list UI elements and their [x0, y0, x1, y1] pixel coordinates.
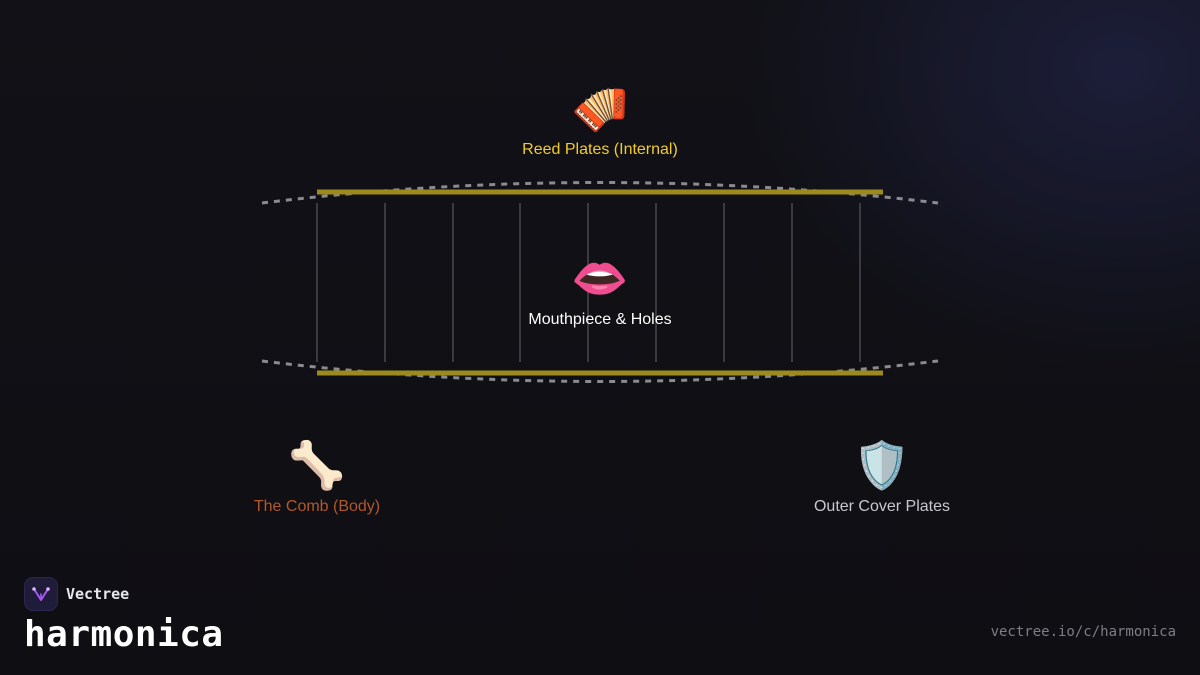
brand-row: Vectree	[24, 577, 224, 611]
topic-title: harmonica	[24, 614, 224, 655]
comb-label: The Comb (Body)	[253, 498, 381, 515]
bone-icon: 🦴	[288, 439, 346, 491]
brand-name: Vectree	[66, 585, 130, 603]
mouthpiece-node: 👄 Mouthpiece & Holes	[528, 250, 671, 330]
cover-plates-label: Outer Cover Plates	[813, 498, 951, 515]
brand-block: Vectree harmonica	[24, 577, 224, 656]
source-url[interactable]: vectree.io/c/harmonica	[990, 624, 1176, 640]
comb-node: 🦴 The Comb (Body)	[254, 437, 380, 517]
mouthpiece-label: Mouthpiece & Holes	[528, 311, 672, 328]
hole-dividers	[316, 203, 861, 362]
mouth-icon: 👄	[571, 252, 629, 304]
reed-plates-label: Reed Plates (Internal)	[522, 141, 678, 158]
vectree-logo-icon	[24, 577, 58, 611]
cover-plates-node: 🛡️ Outer Cover Plates	[814, 437, 950, 517]
shield-icon: 🛡️	[853, 439, 911, 491]
accordion-icon: 🪗	[571, 82, 629, 134]
reed-plates-node: 🪗 Reed Plates (Internal)	[522, 80, 678, 160]
